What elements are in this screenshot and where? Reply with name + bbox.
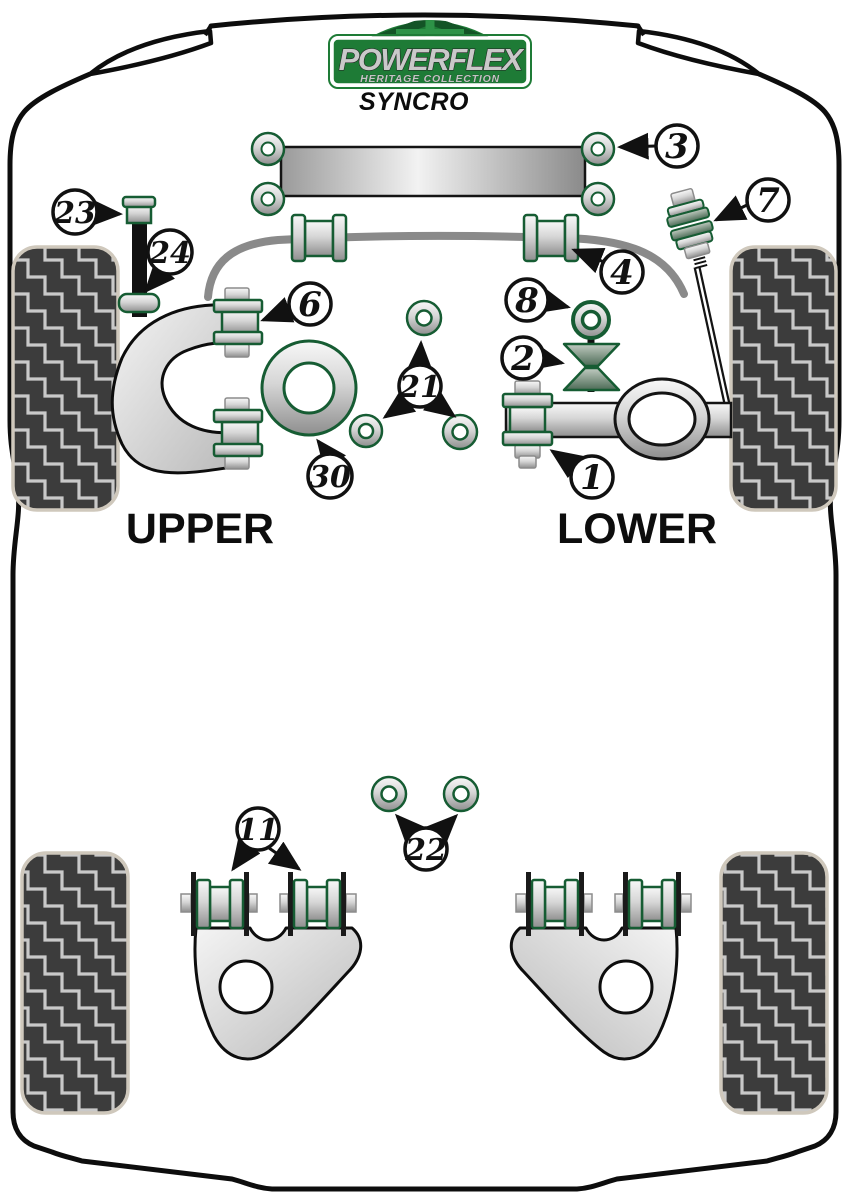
trailing-arm-left xyxy=(180,872,363,1061)
arrow-30 xyxy=(316,438,347,472)
callout-1: 1 xyxy=(569,454,615,500)
bump-stop-bolt xyxy=(117,195,161,317)
callout-11-number: 11 xyxy=(237,813,279,848)
callout-23-number: 23 xyxy=(53,196,96,231)
large-bushing-ring xyxy=(260,339,358,437)
callout-30: 30 xyxy=(306,452,354,500)
bolt-washer xyxy=(117,292,161,314)
callout-8-number: 8 xyxy=(514,281,539,321)
arrow-11-right xyxy=(267,841,302,871)
callout-3-number: 3 xyxy=(665,127,689,167)
callout-2-number: 2 xyxy=(510,339,535,379)
arrow-21-top xyxy=(406,340,434,373)
tire-rear-right xyxy=(719,851,829,1115)
a-pillar-kink-left xyxy=(203,24,213,37)
upper-control-arm xyxy=(110,287,264,475)
trailing-arm-right xyxy=(509,870,693,1061)
arrow-7 xyxy=(713,195,748,222)
callout-8: 8 xyxy=(504,277,550,323)
arrow-22-right xyxy=(426,813,459,846)
arrow-24 xyxy=(144,260,176,294)
subframe-bushing-washers xyxy=(250,131,616,217)
anti-roll-bar xyxy=(204,231,688,301)
upper-arm-bushing-bottom xyxy=(212,397,264,470)
logo-plate xyxy=(330,36,530,87)
cone-bushing xyxy=(562,342,621,392)
arrow-6 xyxy=(260,297,295,323)
tires xyxy=(11,245,838,1115)
callout-21: 21 xyxy=(397,363,443,409)
lower-section-label: LOWER xyxy=(557,505,717,553)
callout-22-number: 22 xyxy=(404,833,447,868)
washer-set-21 xyxy=(348,299,479,451)
callout-2: 2 xyxy=(500,335,546,381)
tire-front-left xyxy=(11,245,120,512)
callout-arrows xyxy=(90,132,748,872)
arrow-21-right xyxy=(422,388,457,418)
arrow-1 xyxy=(549,449,584,479)
upper-section-label: UPPER xyxy=(126,505,274,553)
arrow-3 xyxy=(617,132,657,160)
callout-21-number: 21 xyxy=(398,370,441,405)
a-pillar-kink-right xyxy=(636,24,646,37)
lower-control-arm xyxy=(501,377,733,469)
callout-7-number: 7 xyxy=(756,181,780,221)
drop-link xyxy=(666,188,731,405)
upper-arm-bushing-top xyxy=(212,287,264,358)
callout-23: 23 xyxy=(51,188,99,236)
arrow-4 xyxy=(571,248,606,274)
logo-plate-outer xyxy=(328,34,532,89)
rear-washers xyxy=(370,775,480,813)
callout-24: 24 xyxy=(146,228,194,276)
arb-clamp-bushing-left xyxy=(290,213,348,263)
arrow-22-left xyxy=(394,813,427,847)
arrow-23 xyxy=(90,199,123,227)
subframe-mount-bar xyxy=(250,131,616,217)
callout-3: 3 xyxy=(654,123,700,169)
windscreen-arc xyxy=(208,12,641,29)
arrow-11-left xyxy=(231,837,261,872)
arrow-8 xyxy=(537,286,571,314)
arb-clamp-bushing-right xyxy=(522,213,580,263)
callout-6-number: 6 xyxy=(298,285,322,325)
callout-7: 7 xyxy=(745,177,791,223)
arrow-2 xyxy=(531,343,565,370)
powerflex-logo: POWERFLEX HERITAGE COLLECTION SYNCRO xyxy=(328,18,532,116)
tire-front-right xyxy=(729,245,838,512)
callout-1-number: 1 xyxy=(580,458,604,498)
callout-4: 4 xyxy=(599,249,645,295)
callout-6: 6 xyxy=(287,281,333,327)
arrow-21-left xyxy=(382,389,417,419)
callout-22: 22 xyxy=(403,826,449,872)
callout-badges: 3 7 23 24 6 4 8 2 xyxy=(51,123,791,872)
lower-arm-bushing xyxy=(501,380,554,469)
callout-24-number: 24 xyxy=(148,236,191,271)
drop-link-threads xyxy=(693,256,708,270)
callout-4-number: 4 xyxy=(610,253,634,293)
logo-model-text: SYNCRO xyxy=(359,88,469,116)
trailing-arm-bushings xyxy=(180,872,357,936)
callout-11: 11 xyxy=(235,806,281,852)
logo-collection-text: HERITAGE COLLECTION xyxy=(360,73,500,85)
tire-rear-left xyxy=(20,851,130,1115)
logo-brand-text: POWERFLEX xyxy=(339,42,526,77)
callout-30-number: 30 xyxy=(309,460,351,495)
mirror-left-icon xyxy=(87,28,214,77)
mirror-right-icon xyxy=(635,28,762,77)
